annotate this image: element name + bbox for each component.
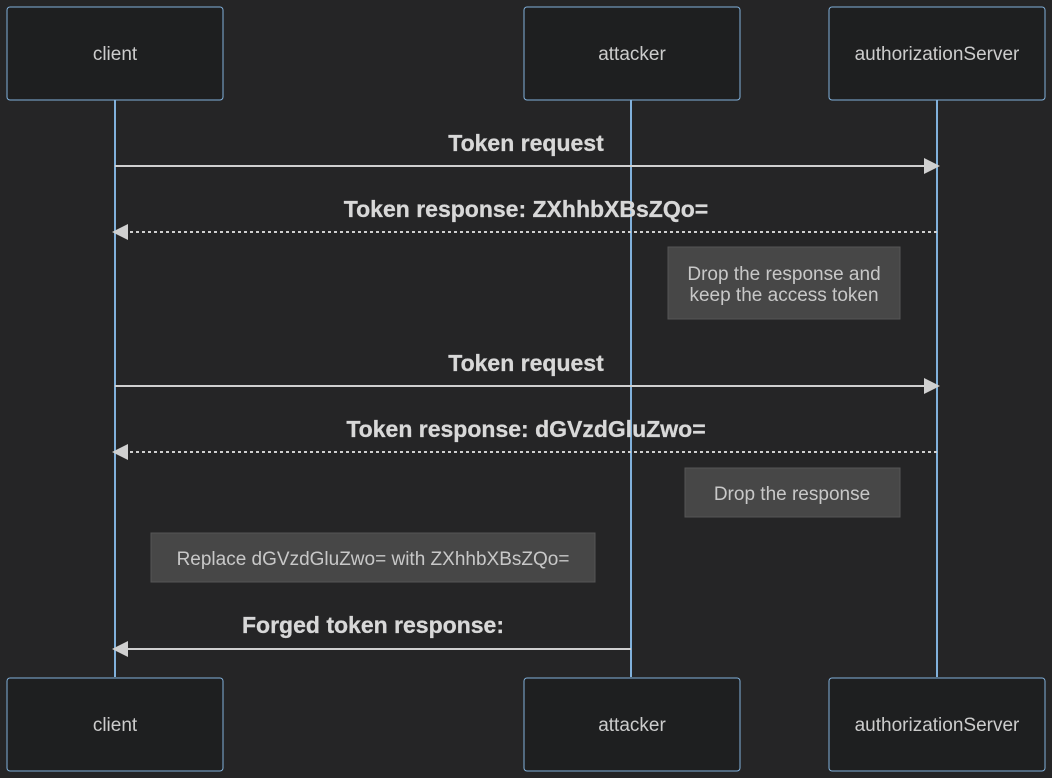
note-drop-response-line-1: Drop the response <box>714 484 870 505</box>
message-forged-token-response-label: Forged token response: <box>242 612 504 638</box>
arrowhead-left-icon <box>112 641 128 657</box>
actor-client-top: client <box>6 6 224 101</box>
note-drop-and-keep: Drop the response and keep the access to… <box>667 246 901 320</box>
note-replace-token: Replace dGVzdGluZwo= with ZXhhbXBsZQo= <box>150 532 596 583</box>
message-token-response-2: Token response: dGVzdGluZwo= <box>112 416 937 460</box>
actor-authorization-server-bottom-label: authorizationServer <box>855 715 1020 736</box>
actor-authorization-server-top-label: authorizationServer <box>855 44 1020 65</box>
note-drop-response: Drop the response <box>684 467 901 518</box>
actor-client-bottom-label: client <box>93 715 138 736</box>
actor-client-bottom: client <box>6 677 224 772</box>
arrowhead-right-icon <box>924 378 940 394</box>
note-drop-and-keep-line-2: keep the access token <box>689 285 878 306</box>
note-replace-token-line-1: Replace dGVzdGluZwo= with ZXhhbXBsZQo= <box>177 549 570 570</box>
note-drop-and-keep-line-1: Drop the response and <box>687 264 880 285</box>
arrowhead-right-icon <box>924 158 940 174</box>
actor-attacker-bottom-label: attacker <box>598 715 666 736</box>
actor-authorization-server-top: authorizationServer <box>828 6 1046 101</box>
actor-attacker-top: attacker <box>523 6 741 101</box>
actor-attacker-top-label: attacker <box>598 44 666 65</box>
message-token-request-2-label: Token request <box>448 350 604 376</box>
message-token-request-2: Token request <box>115 350 940 394</box>
message-token-request-1-label: Token request <box>448 130 604 156</box>
message-token-response-1: Token response: ZXhhbXBsZQo= <box>112 196 937 240</box>
arrowhead-left-icon <box>112 444 128 460</box>
message-token-response-1-label: Token response: ZXhhbXBsZQo= <box>344 196 708 222</box>
message-forged-token-response: Forged token response: <box>112 612 631 657</box>
message-token-response-2-label: Token response: dGVzdGluZwo= <box>346 416 705 442</box>
message-token-request-1: Token request <box>115 130 940 174</box>
actor-attacker-bottom: attacker <box>523 677 741 772</box>
arrowhead-left-icon <box>112 224 128 240</box>
actor-client-top-label: client <box>93 44 138 65</box>
actor-authorization-server-bottom: authorizationServer <box>828 677 1046 772</box>
